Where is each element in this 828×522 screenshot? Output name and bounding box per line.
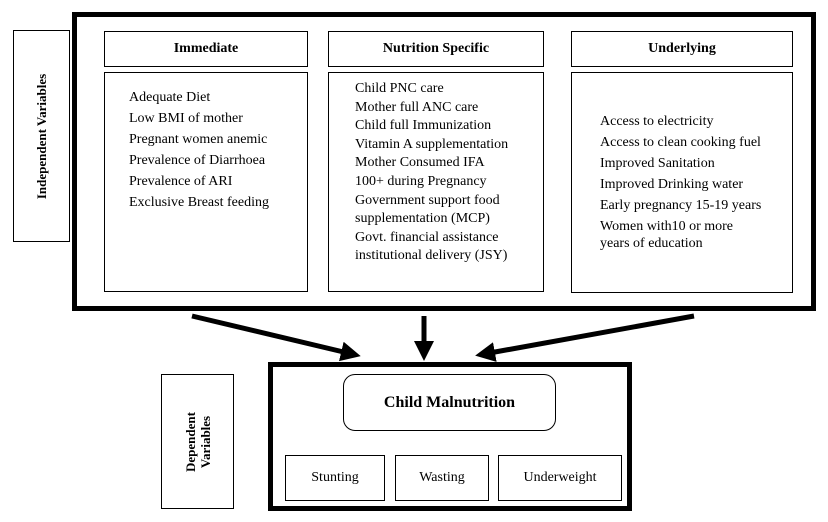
list-item: Vitamin A supplementation [355, 136, 509, 152]
list-item: institutional delivery (JSY) [355, 248, 508, 264]
list-item: supplementation (MCP) [355, 211, 490, 227]
list-item: Access to clean cooking fuel [600, 135, 761, 150]
dependent-variables-label: Dependent Variables [182, 412, 212, 472]
arrow-right [475, 313, 695, 362]
list-item: Mother full ANC care [355, 99, 479, 115]
stunting-box: Stunting [285, 455, 385, 501]
list-item: Govt. financial assistance [355, 229, 499, 245]
list-item: years of education [600, 236, 703, 251]
list-item: Child PNC care [355, 81, 444, 96]
nutrition-specific-box: Child PNC care Mother full ANC care Chil… [328, 72, 544, 292]
list-item: Access to electricity [600, 114, 714, 129]
arrow-left [191, 313, 361, 362]
immediate-box: Adequate Diet Low BMI of mother Pregnant… [104, 72, 308, 292]
independent-variables-label-box: Independent Variables [13, 30, 70, 242]
underlying-header-text: Underlying [648, 41, 716, 56]
immediate-list: Adequate Diet Low BMI of mother Pregnant… [129, 87, 307, 213]
list-item: Prevalence of ARI [129, 174, 233, 189]
wasting-box: Wasting [395, 455, 489, 501]
child-malnutrition-box: Child Malnutrition [343, 374, 556, 431]
list-item: Prevalence of Diarrhoea [129, 153, 266, 168]
underweight-box: Underweight [498, 455, 622, 501]
list-item: 100+ during Pregnancy [355, 173, 487, 189]
wasting-label: Wasting [419, 470, 465, 485]
list-item: Pregnant women anemic [129, 132, 268, 147]
nutrition-specific-header-text: Nutrition Specific [382, 41, 490, 56]
list-item: Exclusive Breast feeding [129, 195, 269, 210]
list-item: Improved Drinking water [600, 177, 744, 192]
list-item: Early pregnancy 15-19 years [600, 198, 762, 213]
dependent-variables-label-box: Dependent Variables [161, 374, 234, 509]
list-item: Mother Consumed IFA [355, 155, 485, 171]
underlying-header: Underlying [571, 31, 793, 67]
underlying-box: Access to electricity Access to clean co… [571, 72, 793, 293]
stunting-label: Stunting [311, 470, 359, 485]
dependent-label-line1: Dependent [182, 411, 198, 472]
list-item: Women with10 or more [600, 219, 734, 234]
immediate-header: Immediate [104, 31, 308, 67]
list-item: Child full Immunization [355, 118, 492, 134]
list-item: Government support food [355, 192, 500, 208]
dependent-label-line2: Variables [197, 415, 213, 468]
underlying-list: Access to electricity Access to clean co… [600, 111, 792, 254]
list-item: Adequate Diet [129, 90, 211, 105]
immediate-header-text: Immediate [173, 41, 239, 56]
nutrition-specific-header: Nutrition Specific [328, 31, 544, 67]
list-item: Improved Sanitation [600, 156, 715, 171]
list-item: Low BMI of mother [129, 111, 243, 126]
underweight-label: Underweight [523, 470, 597, 485]
child-malnutrition-title: Child Malnutrition [383, 393, 516, 411]
nutrition-specific-list: Child PNC care Mother full ANC care Chil… [355, 80, 543, 266]
